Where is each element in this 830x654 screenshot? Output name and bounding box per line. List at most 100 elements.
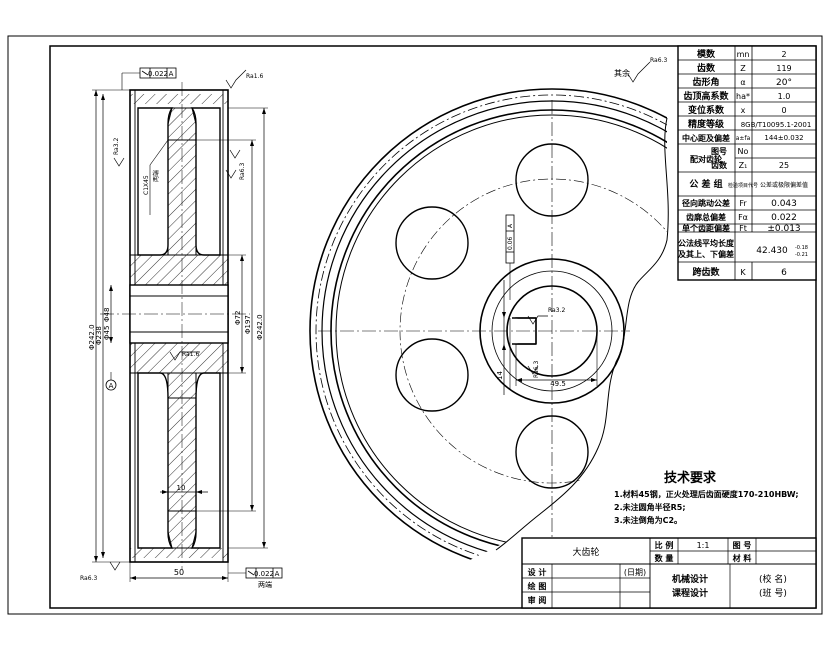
runout-bot-datum: A: [275, 570, 280, 578]
draw-label: 绘 图: [528, 581, 547, 591]
tolerance-group-label: 公 差 组: [689, 178, 722, 190]
param-sym-3: ha*: [736, 92, 750, 101]
param-name-0: 模数: [697, 48, 716, 60]
tol-name-2: 单个齿距偏差: [682, 223, 730, 233]
wk-label-2: 及其上、下偏差: [678, 249, 734, 259]
param-sym-0: mn: [737, 50, 750, 59]
runout-bot: 0.022: [254, 570, 274, 578]
tol-val-0: 0.043: [771, 199, 797, 209]
key-depth: 49.5: [550, 380, 566, 388]
mating-drawing-sym: No: [738, 147, 749, 156]
dia-outer-right: Φ242.0: [256, 314, 264, 340]
tolerance-col3: 公差或极限偏差值: [760, 181, 808, 189]
tol-name-1: 齿廓总偏差: [686, 212, 726, 222]
wk-label-1: 公法线平均长度: [678, 238, 735, 248]
class: (班 号): [759, 587, 787, 599]
param-sym-1: Z: [740, 64, 746, 73]
param-sym-2: α: [740, 78, 745, 87]
scale-label: 比 例: [655, 540, 674, 550]
tol-name-0: 径向跳动公差: [682, 198, 730, 208]
param-sym-6: a±fa: [736, 135, 751, 142]
width-bot: 50: [174, 568, 184, 577]
param-val-1: 119: [776, 64, 791, 73]
param-val-0: 2: [781, 50, 786, 59]
chamfer-note: 两端: [152, 170, 160, 182]
wk-dev-up: -0.18: [795, 245, 808, 251]
datum-A: A: [109, 382, 114, 390]
inner-frame: [49, 45, 817, 609]
param-name-6: 中心距及偏差: [682, 133, 730, 143]
param-name-1: 齿数: [697, 62, 716, 74]
material-label: 材 料: [733, 553, 752, 563]
param-val-6: 144±0.032: [764, 134, 803, 142]
tech-req-item-2: 3.未注倒角为C2。: [614, 515, 682, 525]
span-sym: K: [740, 268, 746, 277]
sym-datum: A: [507, 223, 514, 228]
rough-top: Ra1.6: [246, 73, 263, 80]
rough-key: Ra3.2: [548, 307, 565, 314]
tol-val-2: ±0.013: [767, 224, 800, 234]
rough-bot: Ra6.3: [80, 575, 97, 582]
tol-sym-0: Fr: [739, 199, 747, 208]
tolerance-col2: 检验项目代号: [728, 182, 758, 189]
title-block: [521, 537, 817, 609]
runout-top-datum: A: [169, 70, 174, 78]
rough-web: Ra6.3: [239, 163, 246, 180]
school: (校 名): [759, 573, 787, 585]
drawing-no-label: 图 号: [733, 541, 752, 550]
course-1: 机械设计: [672, 573, 708, 585]
review-label: 审 阅: [528, 595, 547, 605]
mating-teeth-label: 齿数: [711, 160, 728, 170]
tol-sym-1: Fα: [738, 213, 748, 222]
param-sym-4: x: [741, 106, 746, 115]
dia-outer: Φ242.0: [88, 324, 96, 350]
mating-teeth-sym: Z₁: [739, 161, 748, 170]
param-name-2: 齿形角: [692, 76, 719, 88]
tol-val-1: 0.022: [771, 213, 797, 223]
outer-frame: [7, 35, 823, 615]
param-table: [677, 45, 817, 281]
param-val-4: 0: [781, 106, 786, 115]
dia-bore: Φ45: [103, 326, 111, 340]
rough-left: Ra3.2: [113, 138, 120, 155]
chamfer: C1X45: [143, 175, 150, 195]
rough-rest-label: 其余: [614, 68, 630, 78]
param-val-3: 1.0: [778, 92, 791, 101]
key-width: 14: [496, 371, 504, 380]
param-val-5: 8GB/T10095.1-2001: [741, 121, 812, 129]
qty-label: 数 量: [655, 553, 674, 563]
wk-val: 42.430: [756, 246, 788, 256]
dia-web: Φ48: [103, 308, 111, 322]
sym-tol: 0.06: [507, 236, 514, 250]
dia-root: Φ238: [95, 326, 103, 345]
param-name-4: 变位系数: [688, 104, 725, 116]
param-name-3: 齿顶高系数: [683, 90, 729, 102]
date-label: (日期): [624, 568, 646, 577]
section-view: [92, 67, 283, 582]
tol-sym-2: Ft: [739, 224, 747, 233]
web-thk: 10: [177, 484, 186, 492]
mating-teeth-val: 25: [779, 161, 789, 170]
course-2: 课程设计: [672, 587, 708, 599]
dia-rim: Φ197: [244, 315, 252, 334]
span-val: 6: [781, 268, 787, 278]
part-name: 大齿轮: [572, 546, 599, 558]
tech-req-item-1: 2.未注圆角半径R5;: [614, 502, 686, 512]
scale-val: 1:1: [697, 541, 710, 550]
mating-drawing-label: 图号: [711, 147, 727, 156]
span-label: 跨齿数: [692, 266, 720, 278]
rough-rest: Ra6.3: [650, 57, 667, 64]
tech-req-title: 技术要求: [664, 470, 717, 486]
tech-req-item-0: 1.材料45钢，正火处理后齿面硬度170-210HBW;: [614, 489, 799, 499]
dia-hub: Φ72: [234, 311, 242, 325]
param-val-2: 20°: [776, 78, 792, 88]
wk-dev-dn: -0.21: [795, 252, 808, 258]
rough-bore: Ra1.6: [182, 351, 199, 358]
param-name-5: 精度等级: [688, 118, 725, 130]
both-ends: 两端: [258, 580, 272, 589]
runout-top: 0.022: [148, 70, 168, 78]
design-label: 设 计: [528, 567, 547, 577]
mating-label: 配对齿轮: [690, 154, 722, 164]
rough-key2: Ra6.3: [533, 361, 540, 378]
